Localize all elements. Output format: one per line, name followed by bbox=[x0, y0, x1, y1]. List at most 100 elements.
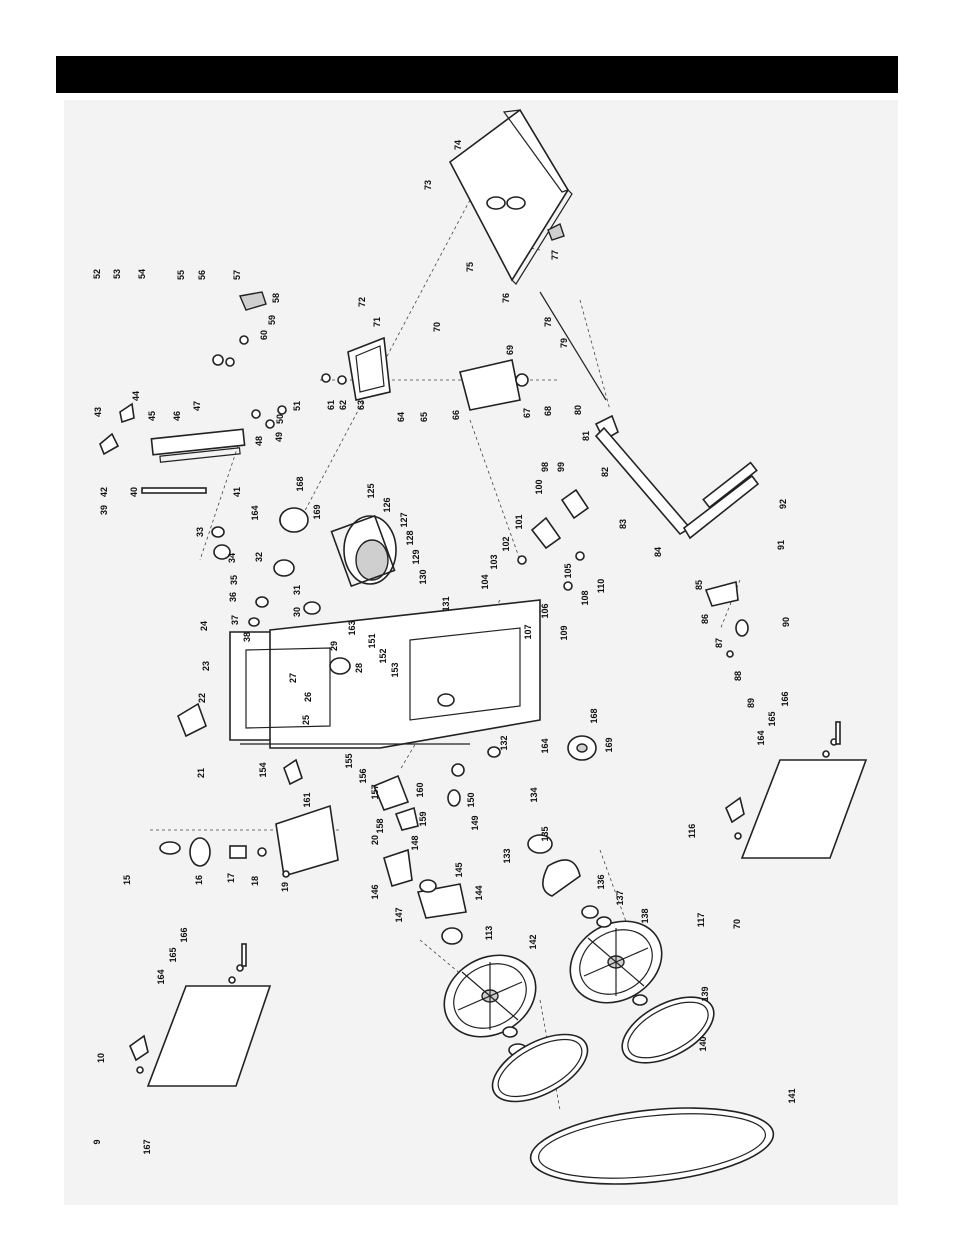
callout-17: 17 bbox=[226, 873, 236, 883]
callout-43: 43 bbox=[93, 407, 103, 417]
callout-73: 73 bbox=[423, 180, 433, 190]
callout-133: 133 bbox=[502, 848, 512, 863]
callout-83: 83 bbox=[618, 519, 628, 529]
callout-79: 79 bbox=[559, 338, 569, 348]
callout-159: 159 bbox=[418, 811, 428, 826]
callout-138: 138 bbox=[640, 908, 650, 923]
callout-164: 164 bbox=[756, 730, 766, 745]
callout-146: 146 bbox=[370, 884, 380, 899]
callout-145: 145 bbox=[454, 862, 464, 877]
callout-126: 126 bbox=[382, 497, 392, 512]
callout-26: 26 bbox=[303, 692, 313, 702]
callout-157: 157 bbox=[370, 784, 380, 799]
callout-84: 84 bbox=[653, 547, 663, 557]
callout-70: 70 bbox=[732, 919, 742, 929]
callout-74: 74 bbox=[453, 140, 463, 150]
callout-45: 45 bbox=[147, 411, 157, 421]
callout-113: 113 bbox=[484, 926, 494, 941]
callout-148: 148 bbox=[410, 835, 420, 850]
callout-23: 23 bbox=[201, 661, 211, 671]
callout-28: 28 bbox=[354, 663, 364, 673]
callout-166: 166 bbox=[179, 927, 189, 942]
left-side-panel bbox=[129, 943, 272, 1087]
callout-139: 139 bbox=[700, 986, 710, 1001]
callout-130: 130 bbox=[418, 569, 428, 584]
right-side-panel bbox=[725, 721, 868, 859]
left-bracket-assembly bbox=[159, 804, 467, 945]
callout-64: 64 bbox=[396, 412, 406, 422]
callout-72: 72 bbox=[357, 297, 367, 307]
callout-61: 61 bbox=[326, 400, 336, 410]
callout-109: 109 bbox=[559, 625, 569, 640]
callout-164: 164 bbox=[156, 969, 166, 984]
callout-100: 100 bbox=[534, 479, 544, 494]
callout-108: 108 bbox=[580, 590, 590, 605]
callout-156: 156 bbox=[358, 768, 368, 783]
callout-140: 140 bbox=[698, 1036, 708, 1051]
callout-129: 129 bbox=[411, 549, 421, 564]
callout-106: 106 bbox=[540, 603, 550, 618]
callout-31: 31 bbox=[292, 585, 302, 595]
callout-89: 89 bbox=[746, 698, 756, 708]
callout-151: 151 bbox=[367, 633, 377, 648]
callout-50: 50 bbox=[275, 414, 285, 424]
callout-62: 62 bbox=[338, 400, 348, 410]
callout-134: 134 bbox=[529, 787, 539, 802]
callout-9: 9 bbox=[92, 1139, 102, 1144]
lower-guide-assembly bbox=[539, 291, 760, 658]
callout-155: 155 bbox=[344, 753, 354, 768]
callout-164: 164 bbox=[540, 738, 550, 753]
callout-22: 22 bbox=[197, 693, 207, 703]
callout-90: 90 bbox=[781, 617, 791, 627]
callout-30: 30 bbox=[292, 607, 302, 617]
callout-86: 86 bbox=[700, 614, 710, 624]
callout-168: 168 bbox=[589, 708, 599, 723]
callout-63: 63 bbox=[356, 400, 366, 410]
callout-40: 40 bbox=[129, 487, 139, 497]
callout-29: 29 bbox=[329, 641, 339, 651]
blade-guide-right bbox=[517, 488, 590, 591]
callout-59: 59 bbox=[267, 315, 277, 325]
callout-101: 101 bbox=[514, 514, 524, 529]
callout-98: 98 bbox=[540, 462, 550, 472]
callout-163: 163 bbox=[347, 620, 357, 635]
callout-36: 36 bbox=[228, 592, 238, 602]
upper-guide-assembly bbox=[99, 291, 287, 494]
switch-assembly bbox=[283, 758, 465, 831]
base-cabinet bbox=[177, 599, 541, 749]
callout-15: 15 bbox=[122, 875, 132, 885]
callout-158: 158 bbox=[375, 818, 385, 833]
callout-48: 48 bbox=[254, 436, 264, 446]
callout-81: 81 bbox=[581, 431, 591, 441]
callout-35: 35 bbox=[229, 575, 239, 585]
callout-104: 104 bbox=[480, 574, 490, 589]
callout-82: 82 bbox=[600, 467, 610, 477]
callout-136: 136 bbox=[596, 874, 606, 889]
callout-110: 110 bbox=[596, 579, 606, 594]
callout-78: 78 bbox=[543, 317, 553, 327]
callout-153: 153 bbox=[390, 662, 400, 677]
callout-38: 38 bbox=[242, 632, 252, 642]
callout-92: 92 bbox=[778, 499, 788, 509]
callout-39: 39 bbox=[99, 505, 109, 515]
callout-75: 75 bbox=[465, 262, 475, 272]
callout-52: 52 bbox=[92, 269, 102, 279]
table-top bbox=[448, 108, 573, 285]
callout-16: 16 bbox=[194, 875, 204, 885]
callout-66: 66 bbox=[451, 410, 461, 420]
callout-88: 88 bbox=[733, 671, 743, 681]
callout-160: 160 bbox=[415, 782, 425, 797]
callout-32: 32 bbox=[254, 552, 264, 562]
callout-68: 68 bbox=[543, 406, 553, 416]
callout-102: 102 bbox=[501, 536, 511, 551]
callout-91: 91 bbox=[776, 540, 786, 550]
callout-41: 41 bbox=[232, 487, 242, 497]
callout-116: 116 bbox=[687, 824, 697, 839]
callout-71: 71 bbox=[372, 317, 382, 327]
callout-154: 154 bbox=[258, 762, 268, 777]
callout-58: 58 bbox=[271, 293, 281, 303]
callout-166: 166 bbox=[780, 691, 790, 706]
callout-105: 105 bbox=[563, 563, 573, 578]
knob-assemblies bbox=[211, 507, 597, 761]
